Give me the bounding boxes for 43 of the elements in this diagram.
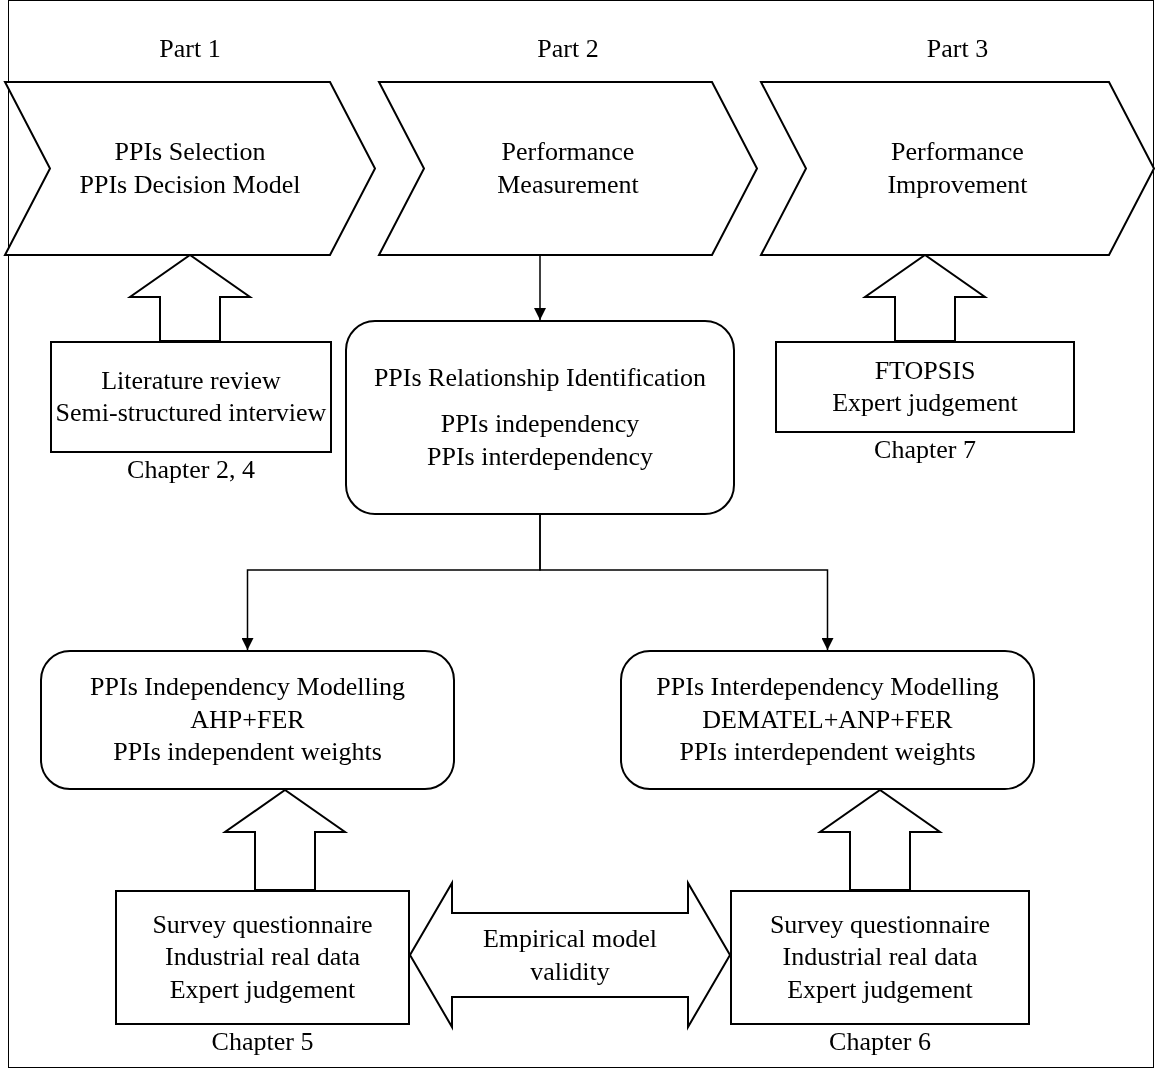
chapter-label: Chapter 7	[874, 435, 976, 465]
rectangle-box	[775, 341, 1075, 433]
node-text: PPIs Relationship Identification	[373, 361, 707, 394]
chapter-label: Chapter 2, 4	[127, 455, 255, 485]
node-text: PPIs Selection	[114, 136, 266, 168]
node-text: FTOPSIS	[874, 354, 976, 387]
node-text: PPIs Decision Model	[79, 168, 301, 201]
node-text: DEMATEL+ANP+FER	[702, 703, 953, 736]
node-text: PPIs independent weights	[113, 736, 382, 769]
node-text: Survey questionnaire	[152, 908, 373, 941]
part-heading: Part 2	[537, 33, 599, 65]
node-text: Expert judgement	[169, 973, 356, 1006]
block-arrow	[126, 253, 254, 342]
arrow	[539, 514, 834, 651]
chapter-label: Chapter 6	[829, 1027, 931, 1057]
node-text: AHP+FER	[190, 703, 305, 736]
node-text: Semi-structured interview	[55, 397, 327, 429]
node-text: Industrial real data	[782, 941, 978, 974]
node-text: PPIs Independency Modelling	[90, 671, 405, 704]
block-arrow	[816, 788, 944, 891]
node-text: Expert judgement	[832, 387, 1018, 419]
node-text: Performance Measurement	[496, 136, 640, 201]
part-heading: Part 3	[926, 33, 989, 65]
rounded-box	[345, 320, 735, 515]
rounded-box	[620, 650, 1035, 790]
rectangle-box	[115, 890, 410, 1025]
arrow	[534, 254, 546, 321]
node-text: PPIs interdependent weights	[679, 736, 976, 769]
node-text: Expert judgement	[787, 973, 973, 1006]
block-arrow	[221, 788, 349, 891]
rounded-box	[40, 650, 455, 790]
rectangle-box	[730, 890, 1030, 1025]
node-text: PPIs Interdependency Modelling	[656, 671, 999, 704]
chapter-label: Chapter 5	[211, 1027, 314, 1057]
block-arrow	[861, 253, 989, 342]
node-text: PPIs interdependency	[427, 440, 653, 473]
node-text: PPIs independency	[440, 408, 640, 441]
node-text: Performance Improvement	[886, 136, 1029, 201]
part-heading: Part 1	[159, 33, 221, 65]
node-text: Industrial real data	[165, 941, 360, 974]
node-text: Literature review	[101, 364, 281, 397]
node-text: Survey questionnaire	[769, 908, 991, 941]
rectangle-box	[50, 341, 332, 453]
